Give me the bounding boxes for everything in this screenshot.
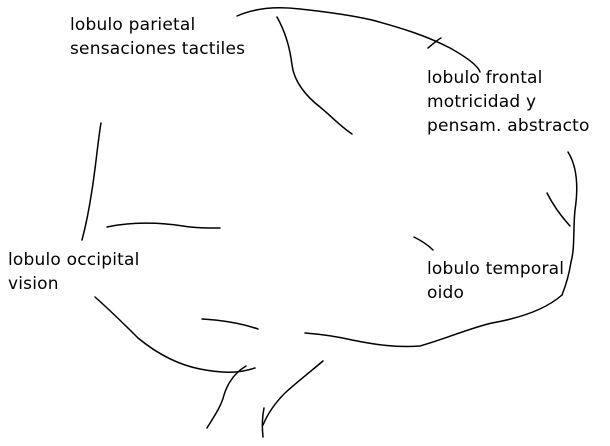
occipital-fold [107, 223, 220, 228]
frontal-inner-curve [547, 193, 570, 226]
occipital-function: vision [8, 272, 140, 296]
temporal-fold [414, 237, 433, 250]
parietal-name: lobulo parietal [70, 13, 245, 37]
brainstem-left [207, 366, 246, 428]
frontal-function-line1: motricidad y [427, 90, 590, 114]
label-lobulo-temporal: lobulo temporal oido [427, 257, 564, 305]
brain-outline-top [237, 8, 480, 72]
temporal-function: oido [427, 281, 564, 305]
brain-outline-occipital-bottom [95, 297, 255, 372]
central-sulcus [277, 17, 352, 134]
label-lobulo-parietal: lobulo parietal sensaciones tactiles [70, 13, 245, 61]
temporal-name: lobulo temporal [427, 257, 564, 281]
label-lobulo-occipital: lobulo occipital vision [8, 248, 140, 296]
label-lobulo-frontal: lobulo frontal motricidad y pensam. abst… [427, 66, 590, 138]
parietal-function: sensaciones tactiles [70, 37, 245, 61]
frontal-function-line2: pensam. abstracto [427, 114, 590, 138]
brainstem-right [263, 361, 323, 425]
lower-fold [202, 319, 258, 329]
occipital-name: lobulo occipital [8, 248, 140, 272]
frontal-name: lobulo frontal [427, 66, 590, 90]
brain-outline-back [82, 123, 101, 240]
